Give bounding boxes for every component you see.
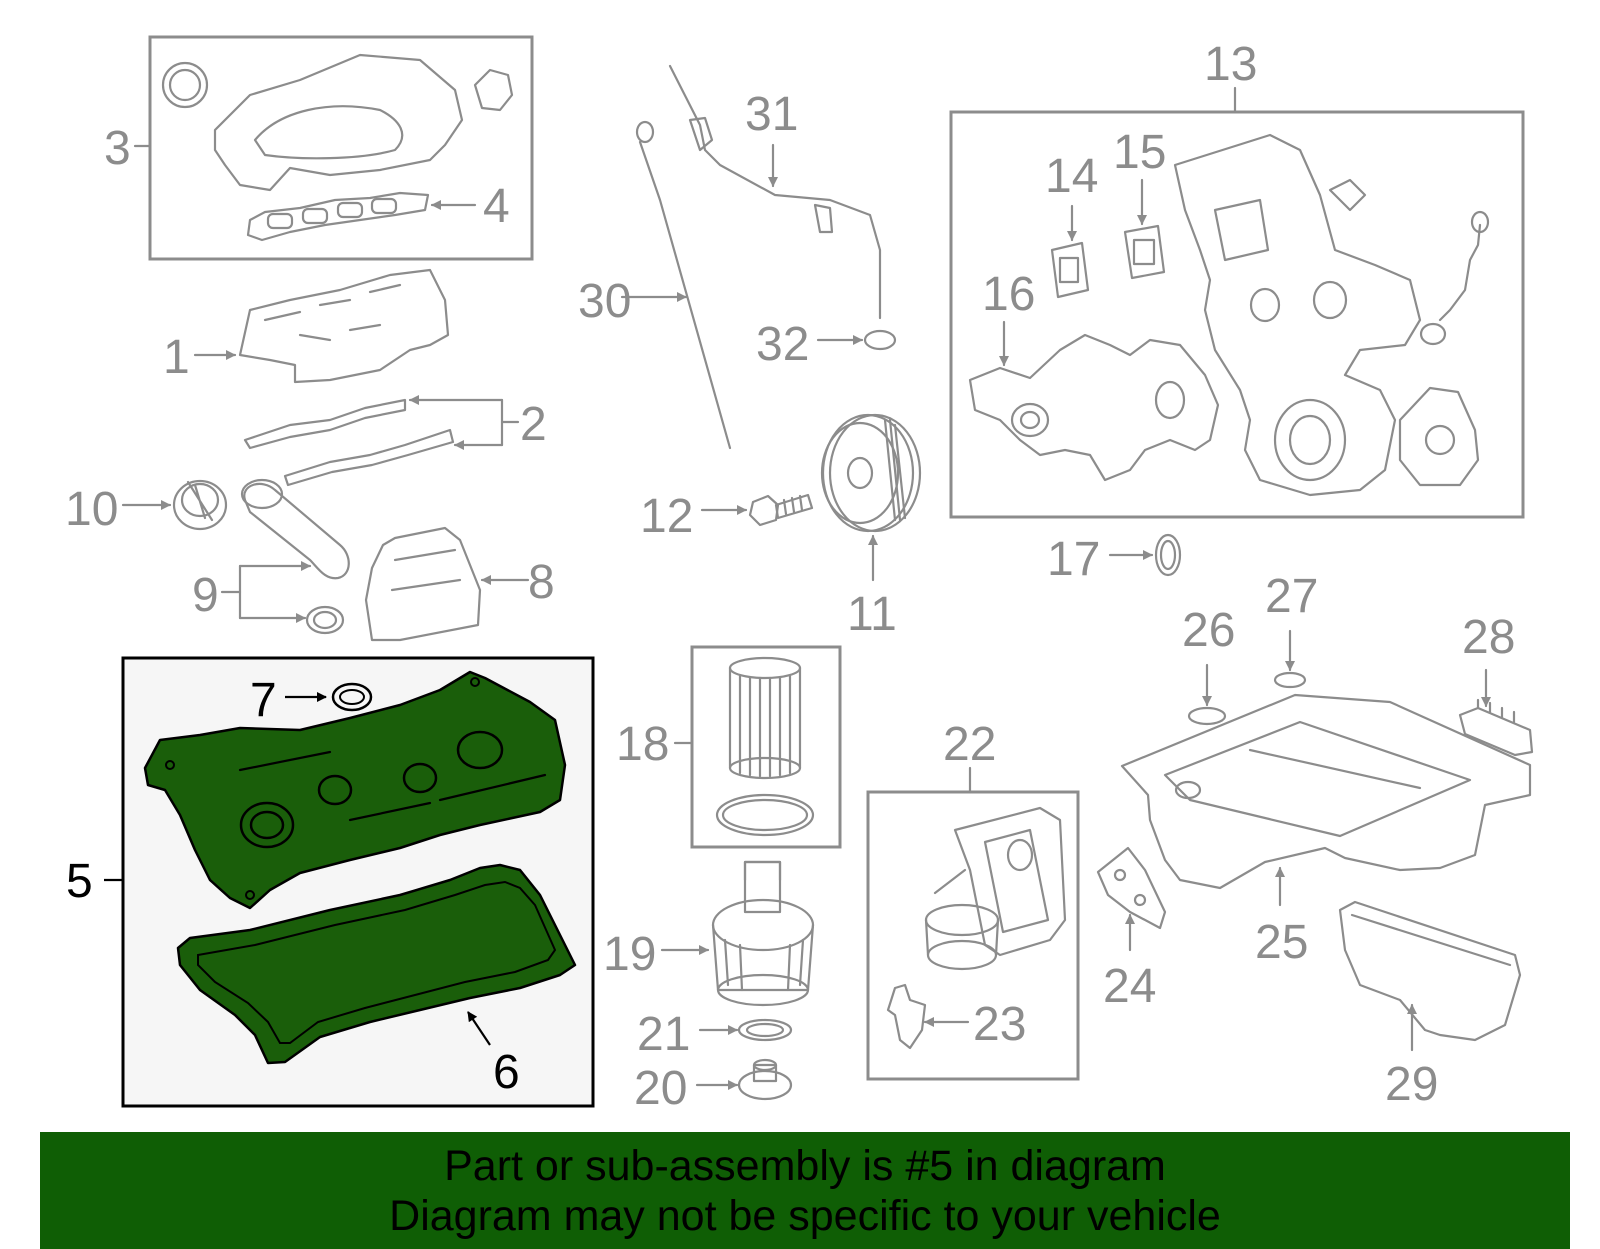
callout-18: 18	[616, 718, 669, 771]
callout-1: 1	[163, 331, 190, 384]
callout-5: 5	[66, 855, 93, 908]
banner-line-2: Diagram may not be specific to your vehi…	[389, 1192, 1221, 1240]
callout-4: 4	[483, 180, 510, 233]
callout-22: 22	[943, 718, 996, 771]
part-7-oil-filler-gasket[interactable]	[331, 682, 373, 712]
part-12-pulley-bolt[interactable]	[748, 493, 814, 527]
part-10-oil-filler-cap[interactable]	[172, 479, 228, 531]
part-16-water-pump[interactable]	[968, 333, 1220, 482]
callout-3: 3	[104, 122, 131, 175]
box-oil-filter-element	[690, 645, 842, 849]
callout-12: 12	[640, 490, 693, 543]
part-29-oil-pan-lower[interactable]	[1338, 900, 1522, 1042]
part-32-o-ring[interactable]	[863, 329, 897, 351]
callout-7: 7	[250, 674, 277, 727]
callout-27: 27	[1265, 570, 1318, 623]
part-timing-cover-plate[interactable]	[1398, 386, 1480, 487]
callout-13: 13	[1204, 38, 1257, 91]
callout-9: 9	[192, 569, 219, 622]
part-30-oil-dipstick[interactable]	[635, 120, 732, 450]
part-25-oil-pan-upper[interactable]	[1120, 693, 1532, 890]
part-timing-sensor-lead[interactable]	[1419, 210, 1490, 346]
part-27-o-ring[interactable]	[1273, 671, 1307, 689]
part-2-manifold-gaskets[interactable]	[243, 398, 455, 487]
part-13-timing-chain-cover[interactable]	[1173, 133, 1422, 497]
callout-8: 8	[528, 556, 555, 609]
callout-17: 17	[1047, 533, 1100, 586]
box-oil-filter-housing	[866, 790, 1080, 1081]
callout-31: 31	[745, 88, 798, 141]
callout-32: 32	[756, 318, 809, 371]
callout-26: 26	[1182, 604, 1235, 657]
callout-24: 24	[1103, 960, 1156, 1013]
callout-25: 25	[1255, 916, 1308, 969]
part-6-valve-cover-gasket[interactable]	[176, 863, 577, 1065]
callout-29: 29	[1385, 1058, 1438, 1111]
callout-20: 20	[634, 1062, 687, 1115]
part-18-oil-filter-element[interactable]	[715, 656, 815, 837]
box-timing-cover	[949, 110, 1525, 519]
part-8-insulator-cover[interactable]	[364, 526, 482, 642]
callout-23: 23	[973, 998, 1026, 1051]
part-1-intake-manifold[interactable]	[238, 268, 450, 384]
callout-6: 6	[493, 1046, 520, 1099]
callout-28: 28	[1462, 611, 1515, 664]
callout-11: 11	[847, 588, 897, 641]
part-17-o-ring[interactable]	[1154, 533, 1182, 577]
box-intake-plenum	[148, 35, 534, 261]
callout-15: 15	[1113, 126, 1166, 179]
part-19-oil-filter-cap[interactable]	[711, 860, 815, 1007]
part-28-oil-pan-gasket-segment[interactable]	[1458, 698, 1534, 757]
part-14-gasket[interactable]	[1050, 241, 1090, 299]
part-15-gasket[interactable]	[1123, 224, 1166, 280]
part-23-oil-pressure-switch[interactable]	[886, 983, 927, 1050]
part-5-valve-cover[interactable]	[143, 670, 567, 910]
callout-16: 16	[982, 268, 1035, 321]
part-31-dipstick-guide[interactable]	[668, 64, 882, 320]
part-4-plenum-gasket[interactable]	[246, 191, 430, 242]
part-11-crankshaft-pulley[interactable]	[820, 413, 922, 533]
part-3-intake-plenum[interactable]	[161, 53, 514, 192]
part-24-oil-baffle-gasket[interactable]	[1096, 846, 1167, 930]
callout-10: 10	[65, 483, 118, 536]
callout-14: 14	[1045, 150, 1098, 203]
callout-21: 21	[637, 1008, 690, 1061]
banner-line-1: Part or sub-assembly is #5 in diagram	[444, 1142, 1166, 1190]
info-banner: Part or sub-assembly is #5 in diagram Di…	[40, 1132, 1570, 1249]
part-20-drain-plug[interactable]	[737, 1058, 793, 1101]
callout-2: 2	[520, 398, 547, 451]
part-22-oil-filter-housing[interactable]	[924, 806, 1067, 971]
part-21-o-ring[interactable]	[737, 1018, 793, 1042]
callout-30: 30	[578, 275, 631, 328]
part-26-o-ring[interactable]	[1187, 706, 1227, 726]
callout-19: 19	[603, 928, 656, 981]
part-9-oil-filler-pipe[interactable]	[240, 478, 350, 635]
